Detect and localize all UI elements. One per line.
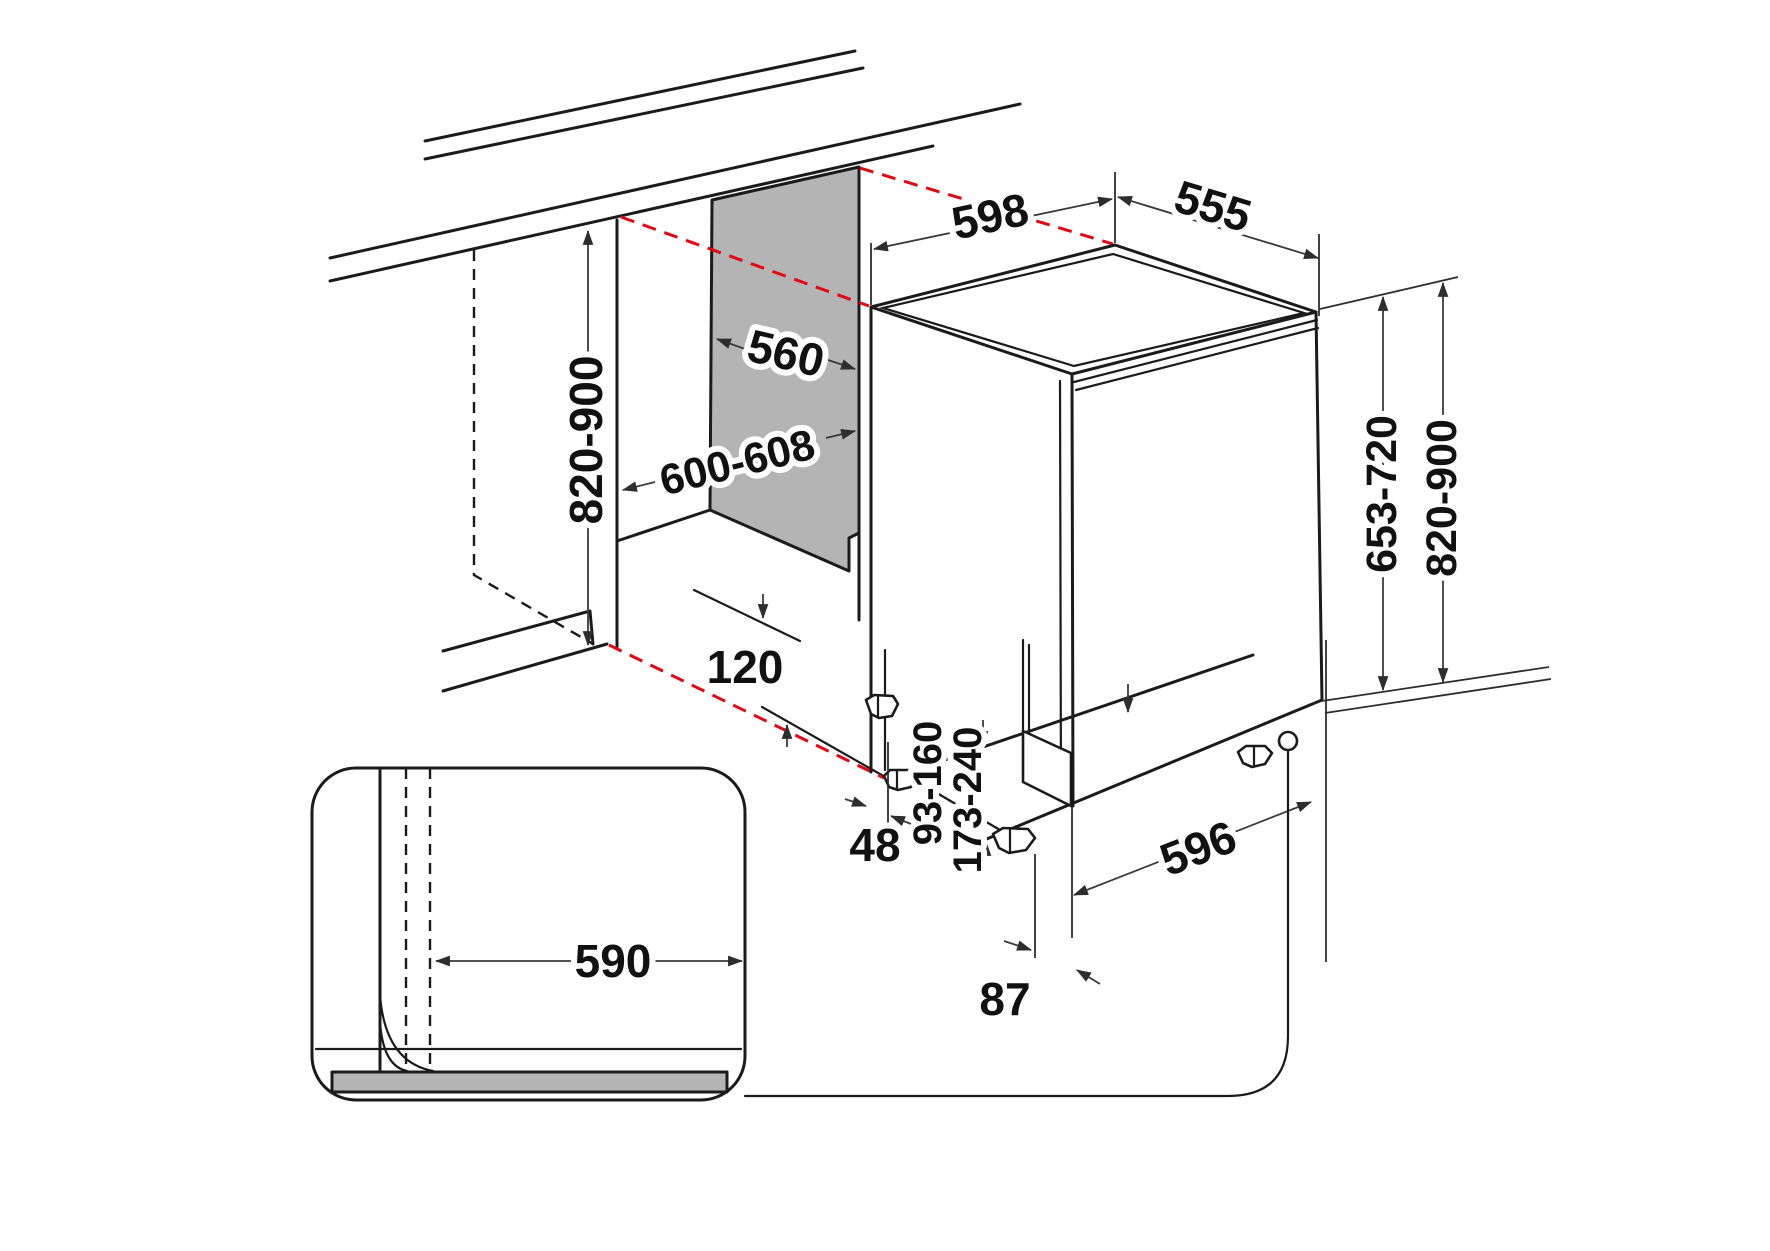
- label-front-foot-offset: 87: [979, 973, 1030, 1025]
- callout-leader: [743, 750, 1290, 1098]
- dim-appliance-depth: 555: [1116, 164, 1320, 316]
- adjustable-feet: [864, 693, 1299, 855]
- label-appliance-width: 598: [947, 183, 1033, 250]
- label-plinth-clearance: 120: [707, 641, 784, 693]
- dim-appliance-width: 598: [870, 172, 1116, 305]
- dim-appliance-height: 820-900: [1412, 281, 1472, 684]
- niche-side-panel: [708, 165, 861, 622]
- dim-rear-gap: 48: [843, 742, 912, 877]
- label-door-panel-height: 653-720: [1358, 415, 1406, 573]
- dim-front-foot-offset: 87: [973, 854, 1101, 1031]
- dim-front-foot-range: 173-240: [940, 684, 1134, 879]
- dim-detail-panel-width: 590: [434, 929, 744, 993]
- dim-plinth-clearance: 120: [701, 594, 793, 747]
- label-appliance-height: 820-900: [1418, 419, 1466, 577]
- detail-callout: 590: [310, 766, 747, 1102]
- dishwasher-outline: [869, 243, 1552, 845]
- detail-worktop-strip: [330, 1070, 729, 1094]
- label-front-foot-range: 173-240: [946, 727, 990, 874]
- label-detail-panel-width: 590: [575, 935, 652, 987]
- label-base-depth: 596: [1153, 810, 1243, 886]
- label-rear-gap: 48: [849, 819, 900, 871]
- front-foot-adjuster: [1277, 730, 1299, 752]
- dim-niche-height: 820-900: [554, 229, 618, 647]
- label-rear-foot-range: 93-160: [906, 721, 950, 846]
- dim-rear-foot-range: 93-160: [900, 715, 989, 851]
- label-niche-height: 820-900: [560, 356, 612, 525]
- countertop-lines: [328, 49, 1022, 283]
- label-appliance-depth: 555: [1169, 170, 1258, 242]
- dim-door-panel-height: 653-720: [1352, 295, 1412, 692]
